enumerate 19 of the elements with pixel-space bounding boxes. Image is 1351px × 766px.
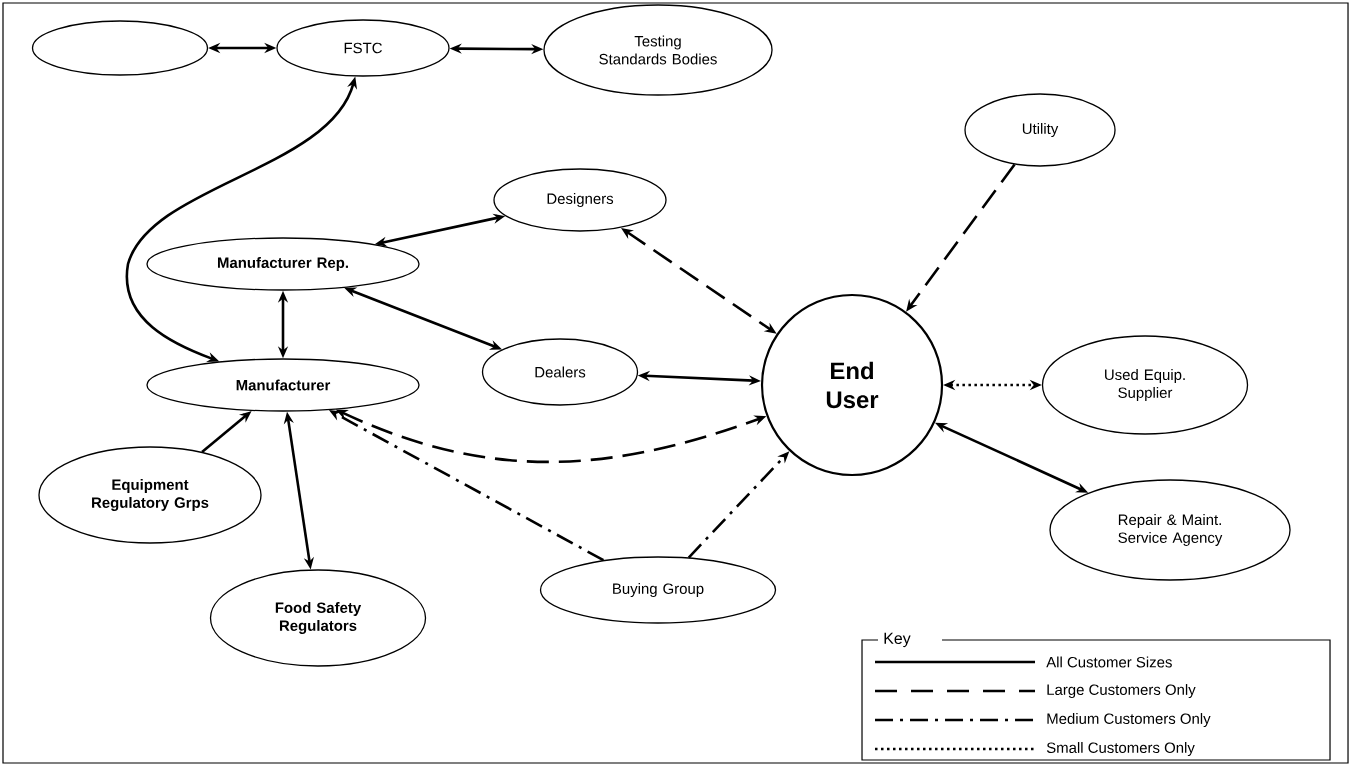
ellipse-node: Manufacturer [146,358,420,412]
ellipse-node: Dealers [481,338,639,406]
ellipse-node: Testing Standards Bodies [543,4,773,96]
ellipse-node [31,20,209,76]
ellipse-node: Repair & Maint. Service Agency [1049,479,1291,581]
ellipse-node: FSTC [276,19,450,77]
legend-label: Large Customers Only [1047,684,1196,698]
ellipse-node: Manufacturer Rep. [146,237,420,291]
ellipse-node: Food Safety Regulators [209,569,427,667]
legend-label: Medium Customers Only [1047,713,1211,727]
ellipse-node: Used Equip. Supplier [1041,335,1249,435]
legend-label: Small Customers Only [1046,742,1195,756]
ellipse-node: Equipment Regulatory Grps [38,446,262,544]
legend-title: Key [884,632,911,648]
circle-node: End User [760,293,944,477]
ellipse-node: Designers [493,168,667,232]
ellipse-node: Buying Group [539,556,777,624]
legend-label: All Customer Sizes [1046,656,1172,668]
ellipse-node: Utility [964,93,1116,167]
